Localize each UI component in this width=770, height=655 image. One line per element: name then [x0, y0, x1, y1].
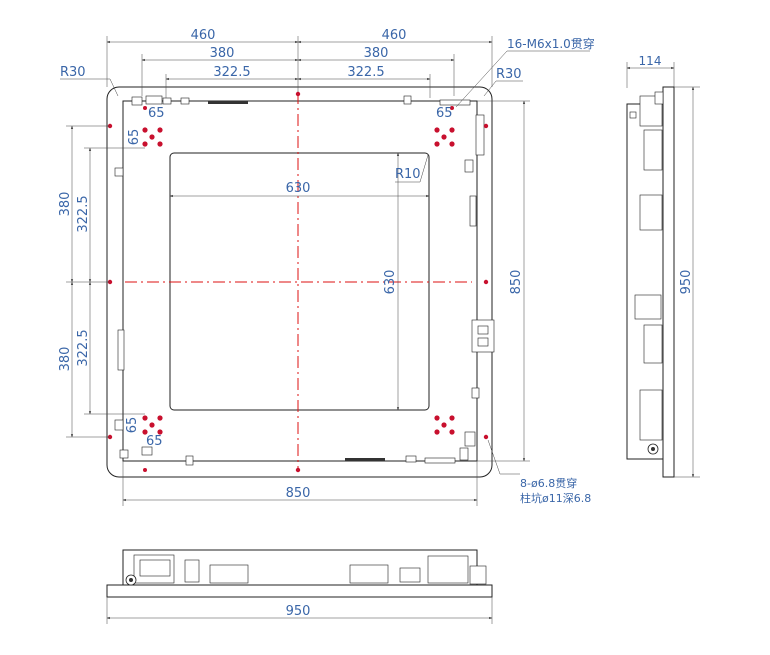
- label-r10: R10: [395, 167, 421, 182]
- label-16-m6: 16-M6x1.0贯穿: [507, 36, 595, 51]
- hole-cluster-tl: [142, 127, 163, 147]
- right-components: [464, 114, 495, 447]
- dim-left-top-3225: 322.5: [76, 195, 91, 232]
- hole-cluster-br: [434, 415, 455, 435]
- bottom-view: 950: [106, 549, 493, 624]
- left-components: [114, 167, 129, 459]
- top-components: [131, 95, 471, 106]
- dim-offset-bl-v: 65: [125, 417, 140, 434]
- dim-bottom-view-width: 950: [286, 604, 311, 619]
- dim-screen-height: 630: [383, 270, 398, 295]
- dim-offset-tl-h: 65: [148, 106, 165, 121]
- dim-offset-bl-h: 65: [146, 434, 163, 449]
- label-r30-right: R30: [496, 67, 522, 82]
- dim-top-left-380: 380: [210, 46, 235, 61]
- dim-left-top-380: 380: [58, 192, 73, 217]
- dim-offset-tr: 65: [436, 106, 453, 121]
- dim-left-bottom-380: 380: [58, 347, 73, 372]
- hole-cluster-bl: [142, 415, 163, 435]
- screen-dimensions: 630 630: [169, 152, 430, 411]
- dim-top-right-460: 460: [382, 28, 407, 43]
- dim-top-left-3225: 322.5: [213, 65, 250, 80]
- label-8-holes: 8-ø6.8贯穿: [520, 476, 577, 490]
- side-view: 114 950: [626, 54, 700, 478]
- dim-left-bottom-3225: 322.5: [76, 329, 91, 366]
- dim-side-depth: 114: [639, 54, 662, 68]
- callouts: R30 R30 16-M6x1.0贯穿 R10 65 65 65 65 65 8…: [60, 36, 595, 505]
- dim-screen-width: 630: [286, 181, 311, 196]
- right-dimension: 850: [477, 100, 530, 462]
- bottom-components: [141, 446, 469, 466]
- dim-top-right-3225: 322.5: [347, 65, 384, 80]
- dim-offset-tl-v: 65: [127, 129, 142, 146]
- inner-plate: [122, 100, 478, 462]
- label-r30-left: R30: [60, 65, 86, 80]
- dim-top-right-380: 380: [364, 46, 389, 61]
- front-view: 460 460 380 380 322.5 322.5 380 322.5 38…: [58, 28, 595, 506]
- bottom-dimension: 850: [122, 461, 478, 506]
- hole-cluster-tr: [434, 127, 455, 147]
- left-dimensions: 380 322.5 380 322.5: [58, 125, 145, 438]
- dim-bottom-850: 850: [286, 486, 311, 501]
- dim-right-850: 850: [509, 270, 524, 295]
- label-counterbore: 柱坑ø11深6.8: [520, 491, 591, 505]
- dim-top-left-460: 460: [191, 28, 216, 43]
- dim-side-height: 950: [679, 270, 694, 295]
- top-dimensions: 460 460 380 380 322.5 322.5: [106, 28, 493, 98]
